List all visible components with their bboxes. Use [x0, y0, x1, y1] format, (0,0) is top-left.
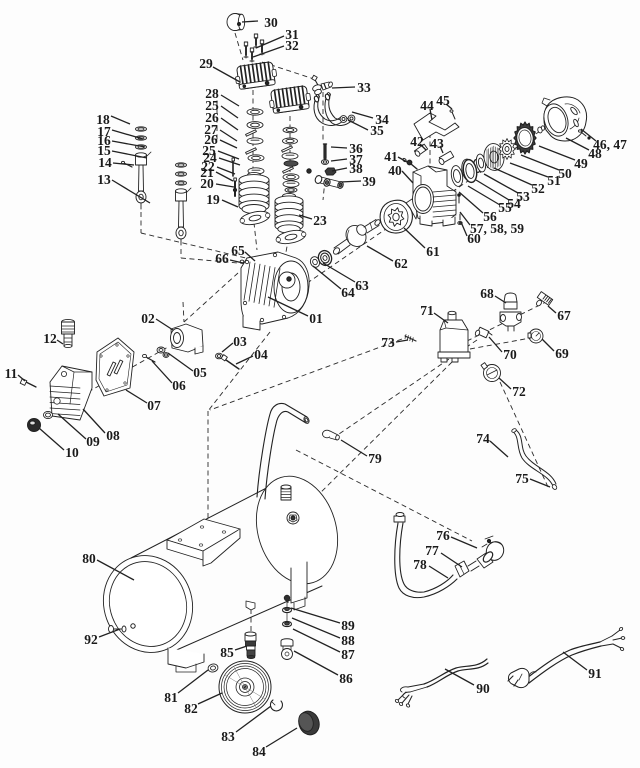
svg-text:48: 48 — [588, 146, 602, 161]
svg-text:62: 62 — [394, 256, 408, 271]
svg-text:92: 92 — [84, 632, 98, 647]
svg-text:08: 08 — [106, 428, 120, 443]
svg-text:33: 33 — [357, 80, 371, 95]
svg-text:81: 81 — [164, 690, 178, 705]
svg-text:40: 40 — [388, 163, 402, 178]
svg-text:84: 84 — [252, 744, 266, 759]
svg-text:15: 15 — [97, 143, 111, 158]
svg-text:03: 03 — [233, 334, 247, 349]
svg-text:69: 69 — [555, 346, 569, 361]
svg-text:55: 55 — [498, 200, 512, 215]
svg-text:41: 41 — [384, 149, 398, 164]
svg-text:56: 56 — [483, 209, 497, 224]
svg-text:51: 51 — [547, 173, 561, 188]
svg-text:06: 06 — [172, 378, 186, 393]
svg-text:38: 38 — [349, 161, 363, 176]
svg-text:11: 11 — [5, 366, 18, 381]
svg-text:29: 29 — [199, 56, 213, 71]
svg-text:26: 26 — [205, 110, 219, 125]
svg-text:22: 22 — [201, 159, 215, 174]
svg-text:66: 66 — [215, 251, 229, 266]
svg-text:57, 58, 59: 57, 58, 59 — [470, 221, 524, 236]
svg-text:05: 05 — [193, 365, 207, 380]
svg-text:28: 28 — [205, 86, 219, 101]
svg-text:14: 14 — [98, 155, 112, 170]
svg-text:04: 04 — [254, 347, 268, 362]
svg-text:10: 10 — [65, 445, 79, 460]
svg-text:31: 31 — [285, 27, 299, 42]
svg-text:35: 35 — [370, 123, 384, 138]
svg-text:87: 87 — [341, 647, 355, 662]
svg-text:24: 24 — [203, 150, 217, 165]
svg-text:37: 37 — [349, 152, 363, 167]
svg-text:45: 45 — [436, 93, 450, 108]
svg-text:42: 42 — [410, 134, 424, 149]
svg-text:72: 72 — [512, 384, 526, 399]
svg-text:54: 54 — [507, 196, 521, 211]
svg-text:19: 19 — [206, 192, 220, 207]
svg-text:25: 25 — [205, 98, 219, 113]
svg-text:88: 88 — [341, 633, 355, 648]
svg-text:46, 47: 46, 47 — [593, 137, 627, 152]
svg-text:85: 85 — [220, 645, 234, 660]
svg-text:90: 90 — [476, 681, 490, 696]
svg-text:25: 25 — [202, 143, 216, 158]
svg-text:12: 12 — [43, 331, 57, 346]
svg-text:09: 09 — [86, 434, 100, 449]
svg-text:91: 91 — [588, 666, 602, 681]
svg-text:49: 49 — [574, 156, 588, 171]
svg-text:63: 63 — [355, 278, 369, 293]
svg-text:89: 89 — [341, 618, 355, 633]
svg-text:78: 78 — [413, 557, 427, 572]
svg-text:77: 77 — [425, 543, 439, 558]
svg-text:80: 80 — [82, 551, 96, 566]
svg-text:16: 16 — [97, 133, 111, 148]
svg-text:17: 17 — [97, 124, 111, 139]
svg-text:18: 18 — [96, 112, 110, 127]
svg-text:75: 75 — [515, 471, 529, 486]
svg-text:21: 21 — [200, 165, 214, 180]
svg-text:36: 36 — [349, 141, 363, 156]
svg-text:50: 50 — [558, 166, 572, 181]
svg-text:86: 86 — [339, 671, 353, 686]
svg-text:13: 13 — [97, 172, 111, 187]
svg-text:74: 74 — [476, 431, 490, 446]
svg-text:60: 60 — [467, 231, 481, 246]
svg-text:83: 83 — [221, 729, 235, 744]
svg-text:67: 67 — [557, 308, 571, 323]
svg-text:23: 23 — [313, 213, 327, 228]
svg-text:52: 52 — [531, 181, 545, 196]
svg-text:44: 44 — [420, 98, 434, 113]
svg-text:30: 30 — [264, 15, 278, 30]
svg-text:53: 53 — [516, 189, 530, 204]
svg-text:02: 02 — [141, 311, 155, 326]
svg-text:70: 70 — [503, 347, 517, 362]
svg-text:71: 71 — [420, 303, 434, 318]
svg-text:76: 76 — [436, 528, 450, 543]
svg-text:26: 26 — [204, 132, 218, 147]
svg-text:34: 34 — [375, 112, 389, 127]
svg-text:65: 65 — [231, 243, 245, 258]
svg-text:07: 07 — [147, 398, 161, 413]
svg-text:39: 39 — [362, 174, 376, 189]
svg-text:20: 20 — [200, 176, 214, 191]
svg-text:82: 82 — [184, 701, 198, 716]
svg-text:64: 64 — [341, 285, 355, 300]
svg-text:01: 01 — [309, 311, 323, 326]
svg-text:79: 79 — [368, 451, 382, 466]
svg-text:43: 43 — [430, 136, 444, 151]
svg-text:32: 32 — [285, 38, 299, 53]
svg-text:68: 68 — [480, 286, 494, 301]
svg-text:61: 61 — [426, 244, 440, 259]
svg-text:73: 73 — [381, 335, 395, 350]
svg-text:27: 27 — [204, 122, 218, 137]
